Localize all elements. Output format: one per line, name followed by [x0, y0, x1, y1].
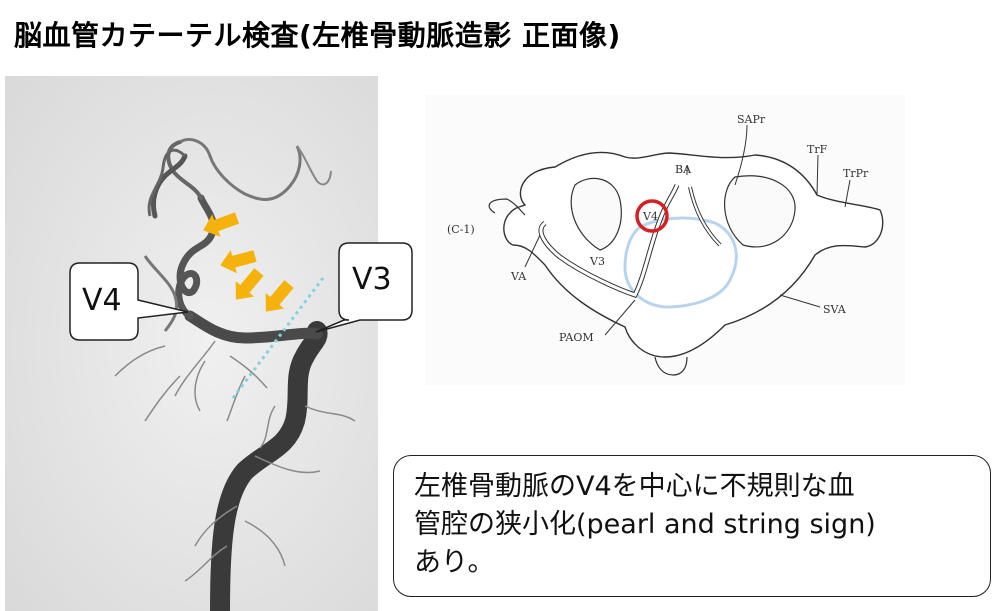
note-line: 管腔の狭小化(pearl and string sign): [414, 509, 876, 540]
arrow-icon: [265, 280, 294, 312]
arrow-icon: [220, 250, 257, 274]
label-c1: (C-1): [447, 223, 475, 236]
label-va: VA: [510, 270, 527, 283]
v3-callout-bubble: [315, 242, 413, 333]
v4-callout-label: V4: [82, 283, 122, 318]
note-line: 左椎骨動脈のV4を中心に不規則な血: [414, 471, 855, 502]
arrow-group: [203, 212, 294, 312]
note-line: あり。: [414, 547, 495, 578]
label-v4: V4: [642, 210, 658, 223]
v4-highlight-circle: [635, 199, 669, 233]
v4-callout-bubble: [69, 262, 189, 341]
label-paom: PAOM: [559, 331, 594, 344]
arrow-icon: [203, 212, 240, 237]
label-sapr: SAPr: [737, 113, 766, 126]
label-trpr: TrPr: [843, 167, 869, 180]
page-title: 脳血管カテーテル検査(左椎骨動脈造影 正面像): [14, 19, 621, 52]
atlas-diagram: (C-1) SAPr TrF TrPr BA V4 V3 VA SVA PAOM: [425, 95, 905, 385]
angiogram-image: [5, 76, 378, 611]
finding-note: 左椎骨動脈のV4を中心に不規則な血 管腔の狭小化(pearl and strin…: [393, 455, 991, 597]
label-sva: SVA: [823, 303, 847, 316]
label-v3: V3: [589, 255, 605, 268]
arrow-icon: [235, 268, 264, 300]
label-trf: TrF: [807, 143, 828, 156]
label-ba: BA: [675, 163, 692, 176]
v3-callout-label: V3: [352, 262, 392, 297]
